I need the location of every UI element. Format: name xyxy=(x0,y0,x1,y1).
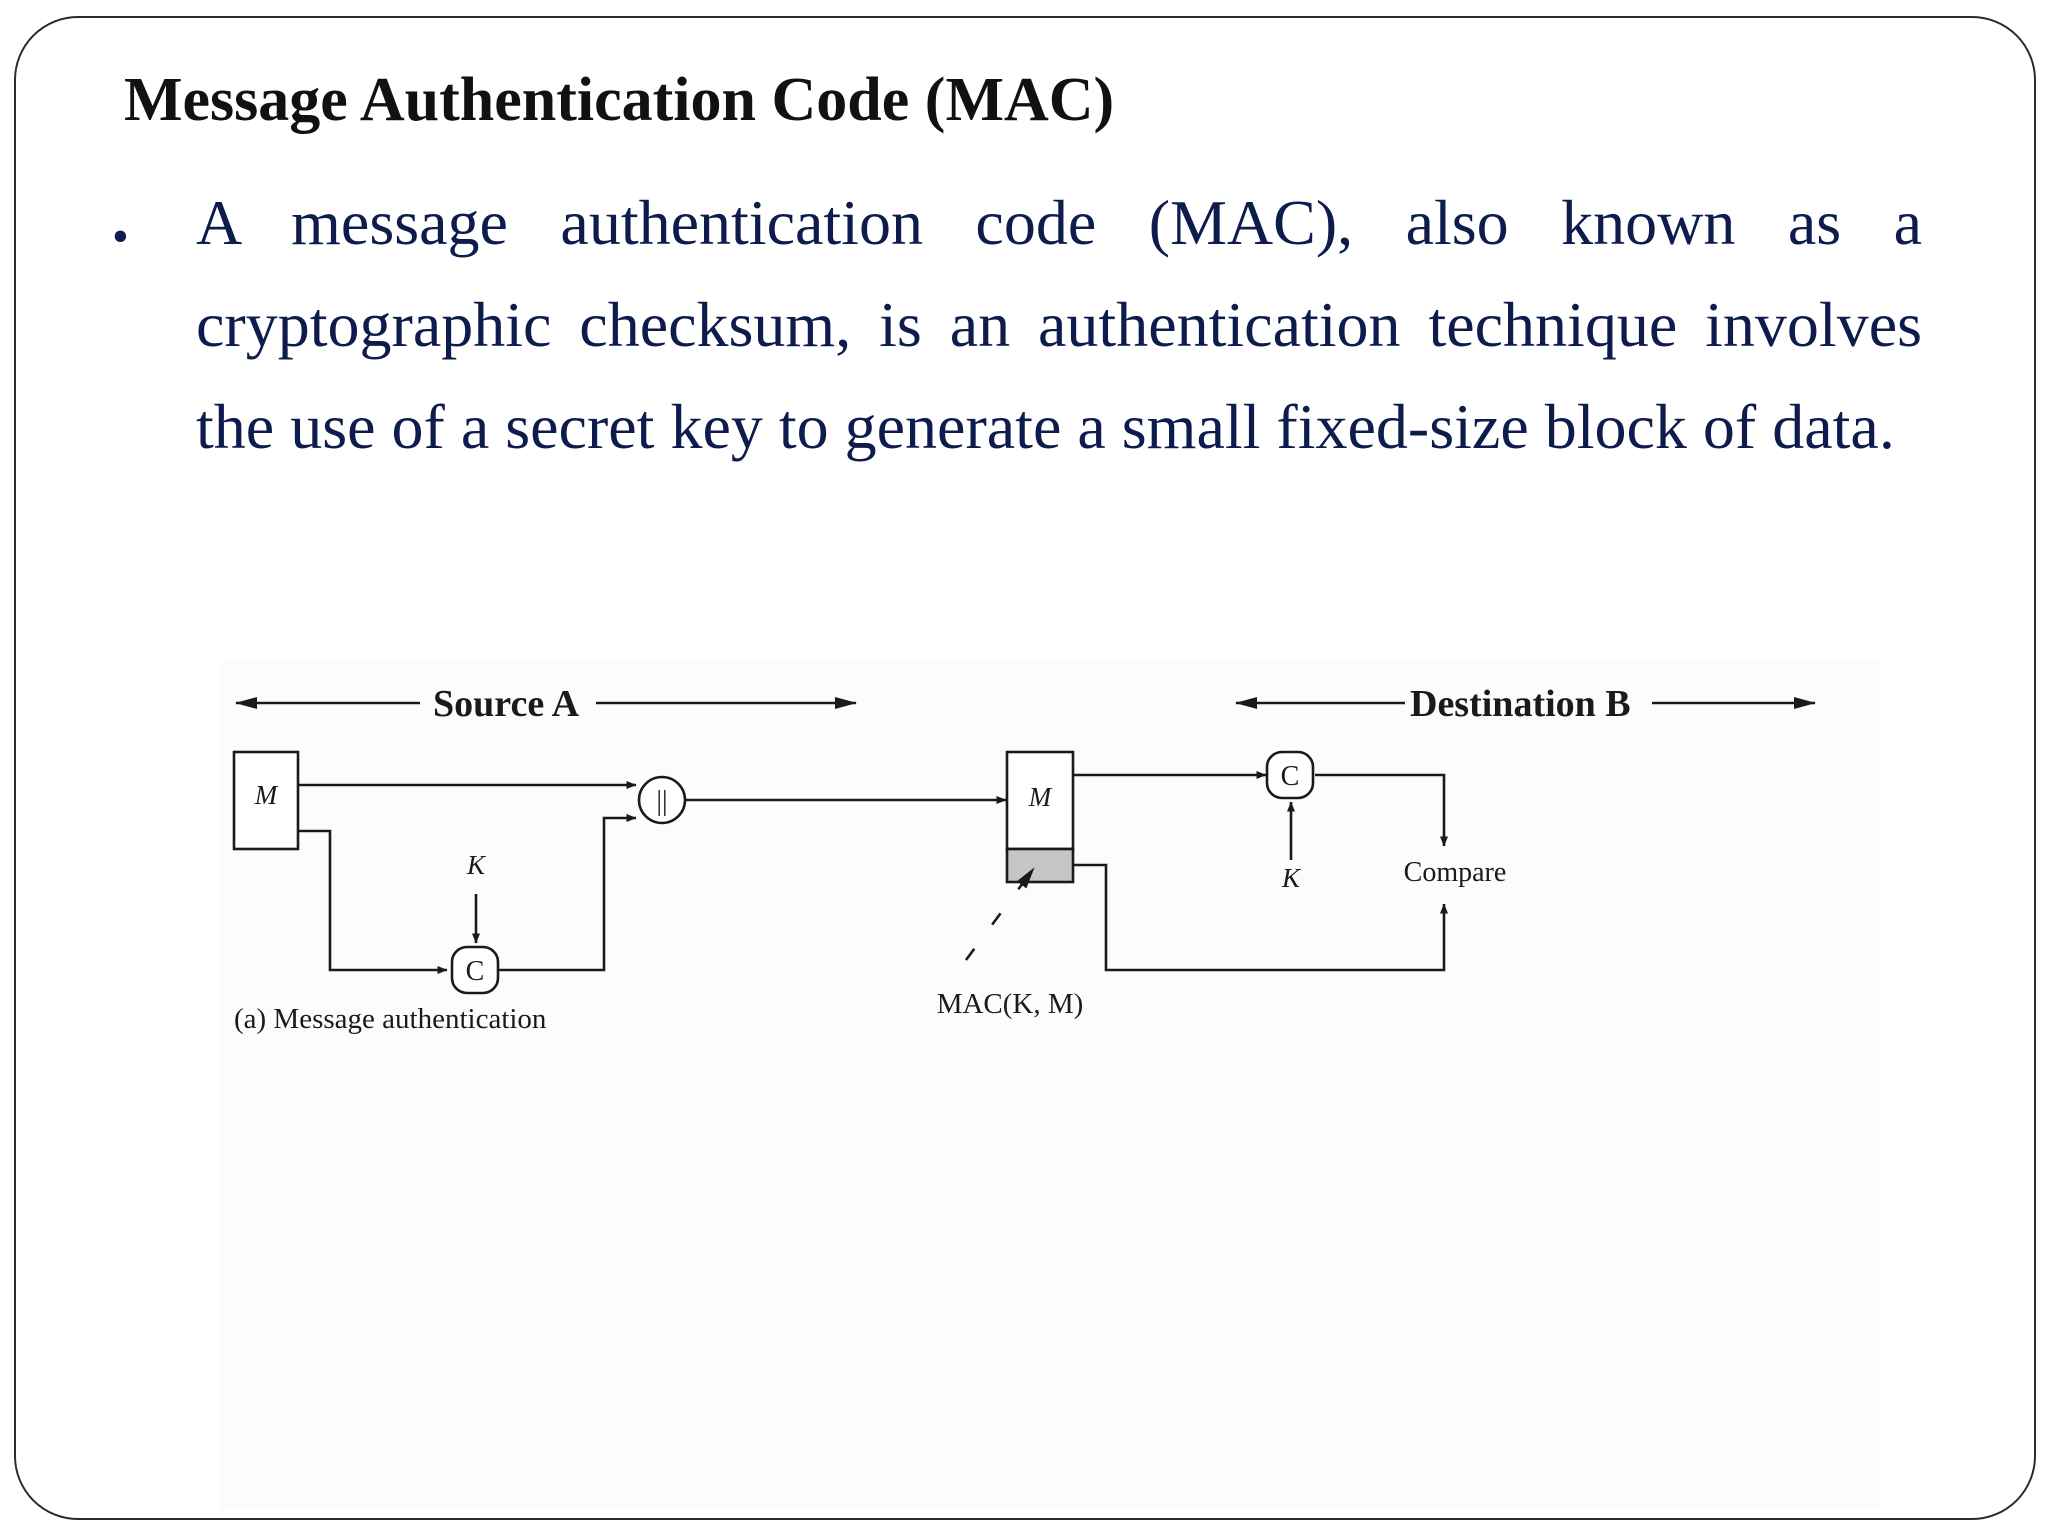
source-message-label: M xyxy=(254,780,279,810)
transmitted-message-label: M xyxy=(1028,782,1053,812)
source-key-label: K xyxy=(466,850,487,880)
mac-to-concat-line xyxy=(497,814,637,972)
destination-mac-function-label: C xyxy=(1281,761,1300,792)
destination-b-header: Destination B xyxy=(1235,683,1816,725)
message-to-mac-line xyxy=(298,829,448,974)
mac-tag-pointer xyxy=(964,867,1036,961)
diagram-caption: (a) Message authentication xyxy=(234,1003,547,1035)
concatenation-node: || xyxy=(637,775,687,825)
received-mac-to-compare-line xyxy=(1073,863,1448,972)
destination-b-label: Destination B xyxy=(1410,683,1631,725)
mac-tag-label: MAC(K, M) xyxy=(937,988,1084,1020)
concat-label: || xyxy=(656,786,667,817)
destination-key-label: K xyxy=(1281,863,1302,893)
source-mac-function-label: C xyxy=(466,956,485,987)
source-mac-function: C xyxy=(450,945,500,995)
destination-mac-function: C xyxy=(1265,750,1315,800)
source-a-header: Source A xyxy=(235,683,857,725)
mac-tag-block xyxy=(1005,847,1075,884)
transmitted-packet: M xyxy=(1005,750,1075,884)
compare-label: Compare xyxy=(1404,857,1507,888)
bullet-text: A message authentication code (MAC), als… xyxy=(196,187,1922,462)
bullet-marker: • xyxy=(112,210,129,263)
dest-mac-to-compare-line xyxy=(1315,773,1448,847)
source-message-box: M xyxy=(232,750,300,851)
source-a-label: Source A xyxy=(433,683,580,725)
slide-title: Message Authentication Code (MAC) xyxy=(124,66,1115,134)
